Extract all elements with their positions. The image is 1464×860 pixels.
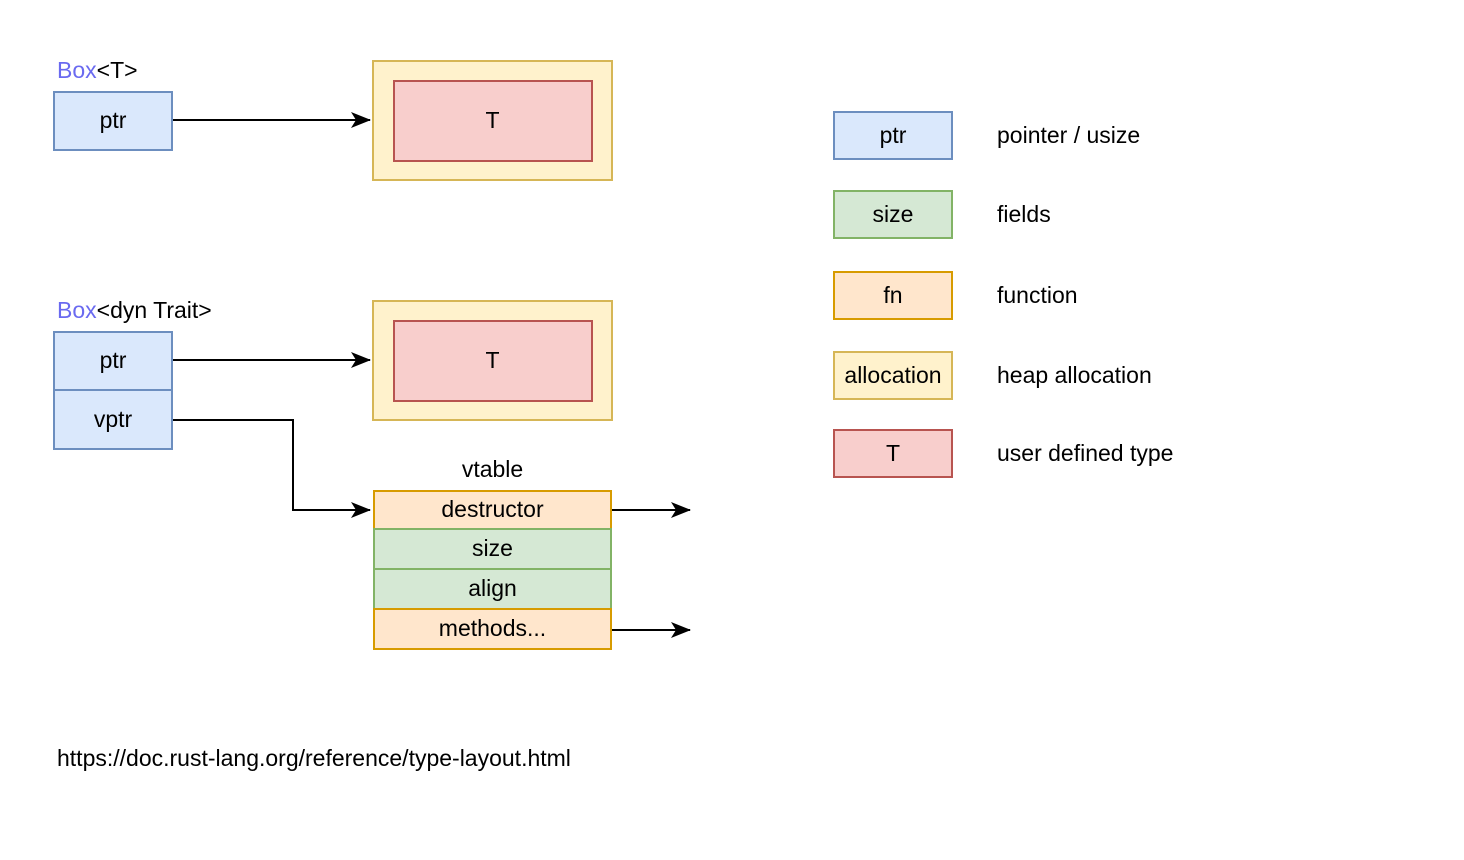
vtable-row-align-label: align [468, 575, 517, 602]
box-dyn-vptr-cell: vptr [53, 389, 173, 450]
legend-swatch-allocation: allocation [833, 351, 953, 400]
box-t-title-type: <T> [96, 57, 138, 83]
box-t-type-label: T [485, 107, 500, 133]
box-dyn-trait-title-type: <dyn Trait> [96, 297, 212, 323]
box-dyn-trait-title-keyword: Box [57, 297, 97, 323]
box-dyn-type-cell: T [392, 319, 593, 402]
legend-desc-fields: fields [997, 201, 1051, 227]
vtable-row-size: size [373, 528, 612, 570]
box-dyn-trait-title: Box<dyn Trait> [57, 297, 212, 323]
vtable-row-destructor-label: destructor [441, 496, 544, 523]
legend-swatch-pointer: ptr [833, 111, 953, 160]
box-t-title-keyword: Box [57, 57, 97, 83]
box-dyn-vptr-arrow [173, 419, 371, 518]
vtable-row-methods: methods... [373, 608, 612, 650]
box-t-ptr-label: ptr [99, 107, 127, 134]
source-url: https://doc.rust-lang.org/reference/type… [57, 745, 571, 771]
box-dyn-heap-allocation: T [372, 300, 613, 421]
box-t-heap-allocation: T [372, 60, 613, 181]
vtable-row-methods-label: methods... [438, 615, 547, 642]
legend-desc-function: function [997, 282, 1078, 308]
box-dyn-ptr-cell: ptr [53, 331, 173, 391]
box-t-type-cell: T [392, 79, 593, 162]
legend-desc-allocation: heap allocation [997, 362, 1152, 388]
box-t-title: Box<T> [57, 57, 138, 83]
legend-swatch-pointer-label: ptr [879, 121, 907, 148]
legend-swatch-type: T [833, 429, 953, 478]
legend-desc-pointer: pointer / usize [997, 122, 1141, 148]
box-dyn-vptr-label: vptr [93, 405, 133, 432]
legend-swatch-fields-label: size [872, 200, 914, 227]
legend-swatch-fields: size [833, 190, 953, 239]
legend-swatch-type-label: T [885, 439, 901, 466]
legend-swatch-function: fn [833, 271, 953, 320]
vtable-row-size-label: size [472, 535, 513, 562]
box-t-ptr-cell: ptr [53, 91, 173, 151]
legend-swatch-allocation-label: allocation [844, 361, 942, 388]
vtable-row-destructor: destructor [373, 490, 612, 530]
box-dyn-type-label: T [485, 347, 500, 373]
vtable-title: vtable [461, 456, 524, 482]
box-dyn-ptr-label: ptr [99, 347, 127, 374]
legend-desc-type: user defined type [997, 440, 1174, 466]
vtable-row-align: align [373, 568, 612, 610]
legend-swatch-function-label: fn [883, 281, 903, 308]
